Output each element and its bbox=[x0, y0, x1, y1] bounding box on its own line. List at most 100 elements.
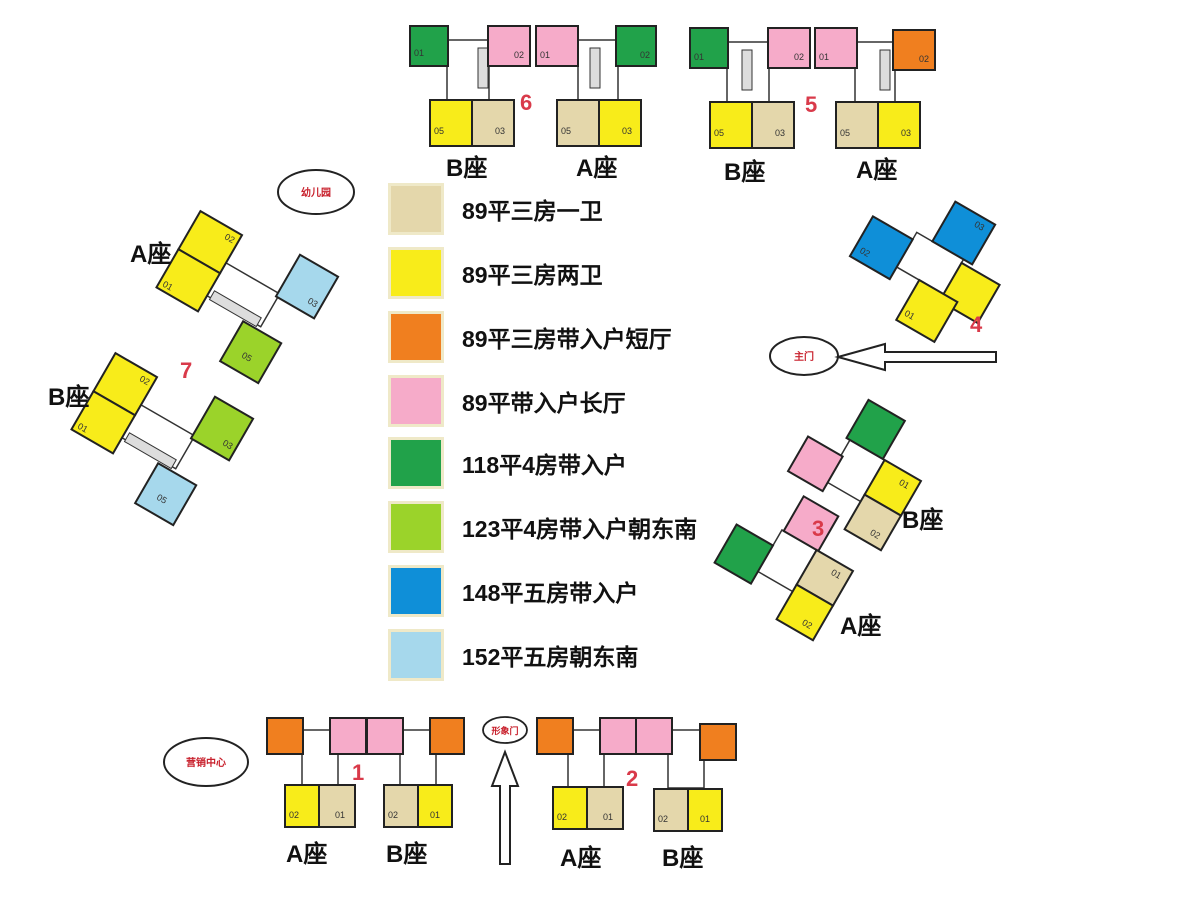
building-6: 01 02 05 03 01 02 05 03 6 B座 A座 bbox=[409, 25, 657, 182]
legend-label: 89平三房两卫 bbox=[462, 262, 603, 288]
legend-label: 89平三房一卫 bbox=[462, 198, 603, 224]
legend-item: 152平五房朝东南 bbox=[388, 629, 638, 681]
main-gate-marker: 主门 bbox=[769, 336, 997, 376]
unit-code: 01 bbox=[76, 421, 90, 435]
seat-label: B座 bbox=[724, 158, 765, 186]
building-5: 01 02 05 03 01 02 05 03 5 B座 A座 bbox=[689, 27, 936, 186]
unit-code: 01 bbox=[161, 279, 175, 293]
legend-swatch bbox=[388, 437, 444, 489]
unit-green bbox=[615, 25, 657, 67]
arrow-up-icon bbox=[490, 749, 520, 865]
unit-orange bbox=[536, 717, 574, 755]
unit-code: 03 bbox=[973, 219, 987, 233]
legend-item: 89平三房带入户短厅 bbox=[388, 311, 672, 363]
legend: 89平三房一卫 89平三房两卫 89平三房带入户短厅 89平带入户长厅 118平… bbox=[388, 183, 718, 693]
unit-code: 03 bbox=[495, 126, 505, 136]
legend-label: 152平五房朝东南 bbox=[462, 644, 639, 670]
core-corridor bbox=[667, 729, 705, 789]
building-3: 01 02 01 02 B座 A座 3 bbox=[713, 398, 943, 642]
unit-lime bbox=[218, 319, 283, 385]
legend-label: 148平五房带入户 bbox=[462, 580, 639, 606]
unit-yellow bbox=[894, 278, 959, 344]
legend-swatch bbox=[388, 311, 444, 363]
unit-pink bbox=[599, 717, 637, 755]
seat-label: B座 bbox=[902, 506, 943, 534]
unit-code: 01 bbox=[694, 52, 704, 62]
unit-yellow bbox=[552, 786, 588, 830]
building-3-a: 01 02 bbox=[713, 494, 855, 642]
unit-yellow bbox=[70, 389, 137, 455]
unit-tan bbox=[751, 101, 795, 149]
unit-orange bbox=[429, 717, 465, 755]
unit-code: 01 bbox=[603, 812, 613, 822]
legend-label: 89平三房带入户短厅 bbox=[462, 326, 672, 352]
legend-item: 89平三房两卫 bbox=[388, 247, 603, 299]
unit-orange bbox=[892, 29, 936, 71]
seat-label: B座 bbox=[446, 154, 487, 182]
stair-core bbox=[477, 47, 489, 89]
unit-code: 02 bbox=[858, 245, 872, 259]
building-3-b: 01 02 bbox=[786, 398, 923, 552]
legend-swatch bbox=[388, 183, 444, 235]
stair-core bbox=[208, 290, 262, 328]
unit-code: 05 bbox=[155, 492, 169, 506]
unit-code: 02 bbox=[557, 812, 567, 822]
unit-tan bbox=[843, 493, 903, 552]
legend-item: 118平4房带入户 bbox=[388, 437, 627, 489]
unit-lightblue bbox=[133, 461, 198, 527]
legend-swatch bbox=[388, 247, 444, 299]
building-number: 1 bbox=[352, 760, 364, 785]
stair-core bbox=[123, 432, 177, 470]
core-corridor bbox=[399, 729, 437, 789]
unit-code: 01 bbox=[897, 477, 911, 491]
unit-code: 02 bbox=[794, 52, 804, 62]
unit-code: 03 bbox=[622, 126, 632, 136]
stair-core bbox=[879, 49, 891, 91]
unit-code: 03 bbox=[306, 296, 320, 310]
unit-tan bbox=[318, 784, 356, 828]
seat-label: B座 bbox=[386, 840, 427, 868]
unit-yellow bbox=[687, 788, 723, 832]
unit-yellow bbox=[284, 784, 320, 828]
unit-code: 01 bbox=[335, 810, 345, 820]
unit-code: 02 bbox=[919, 54, 929, 64]
unit-code: 03 bbox=[775, 128, 785, 138]
unit-tan bbox=[586, 786, 624, 830]
legend-item: 89平带入户长厅 bbox=[388, 375, 626, 427]
seat-label: B座 bbox=[662, 844, 703, 872]
unit-lime bbox=[189, 395, 255, 462]
unit-code: 02 bbox=[658, 814, 668, 824]
unit-tan bbox=[835, 101, 879, 149]
unit-code: 02 bbox=[800, 617, 814, 631]
stair-core bbox=[589, 47, 601, 89]
unit-code: 02 bbox=[138, 374, 152, 388]
unit-pink bbox=[366, 717, 404, 755]
unit-code: 01 bbox=[540, 50, 550, 60]
unit-tan bbox=[653, 788, 689, 832]
legend-label: 89平带入户长厅 bbox=[462, 390, 626, 416]
unit-lightblue bbox=[274, 253, 340, 320]
building-7: 02 01 03 05 02 01 03 05 A座 B座 7 bbox=[48, 209, 340, 527]
seat-label: B座 bbox=[48, 383, 89, 411]
unit-yellow bbox=[417, 784, 453, 828]
legend-swatch bbox=[388, 629, 444, 681]
sales-center-marker: 营销中心 bbox=[163, 737, 249, 787]
unit-pink bbox=[786, 435, 845, 493]
unit-code: 01 bbox=[903, 308, 917, 322]
arrow-left-icon bbox=[834, 342, 997, 372]
unit-code: 02 bbox=[289, 810, 299, 820]
unit-tan bbox=[556, 99, 600, 147]
seat-label: A座 bbox=[130, 240, 171, 268]
building-number: 5 bbox=[805, 92, 817, 117]
kindergarten-label: 幼儿园 bbox=[301, 186, 331, 199]
legend-item: 89平三房一卫 bbox=[388, 183, 603, 235]
unit-code: 01 bbox=[819, 52, 829, 62]
building-1: 02 01 02 01 1 A座 B座 bbox=[266, 717, 465, 868]
unit-code: 03 bbox=[901, 128, 911, 138]
unit-yellow bbox=[429, 99, 473, 147]
stair-core bbox=[741, 49, 753, 91]
building-number: 4 bbox=[970, 312, 983, 337]
unit-yellow bbox=[155, 247, 222, 313]
unit-code: 02 bbox=[640, 50, 650, 60]
